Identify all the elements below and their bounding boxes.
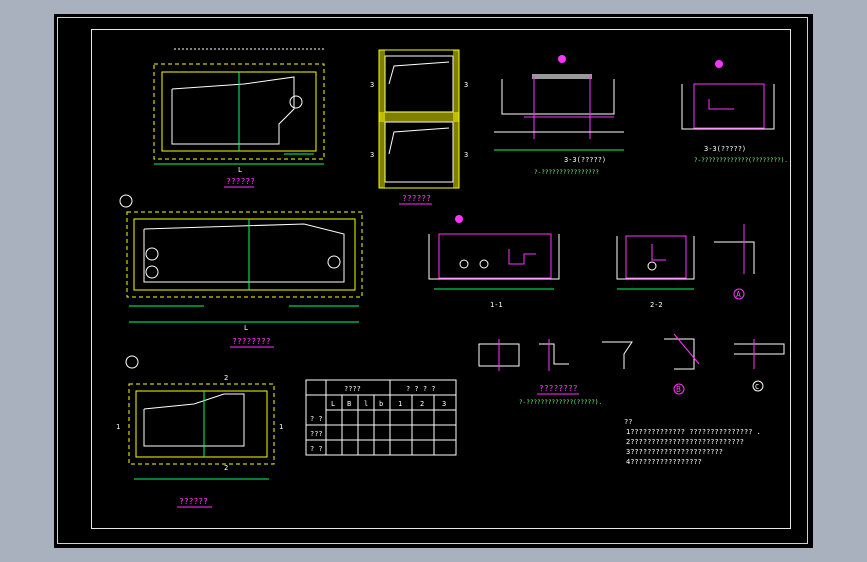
plan-bottom-mark-2b: 2 xyxy=(224,464,228,472)
section-1-1 xyxy=(428,215,560,290)
notes-heading: ?? xyxy=(624,418,632,426)
plan-top xyxy=(153,48,325,165)
detail-A xyxy=(714,224,755,300)
table-col-2: 2 xyxy=(420,400,424,408)
detail-group xyxy=(478,333,785,395)
section-3-3 xyxy=(494,55,624,151)
table-col-L: L xyxy=(331,400,335,408)
table-head-group-1: ???? xyxy=(344,385,361,393)
plan-top-dim-L: L xyxy=(238,166,242,174)
elev-mark-3d: 3 xyxy=(464,151,468,159)
plan-middle-dim-L: L xyxy=(244,324,248,332)
elev-mark-3c: 3 xyxy=(464,81,468,89)
plan-bottom-title: ?????? xyxy=(179,497,208,506)
notes-line-3: 3?????????????????????? xyxy=(626,448,723,456)
table-col-b: b xyxy=(379,400,383,408)
title-frame xyxy=(91,29,791,529)
elev-mark-3b: 3 xyxy=(370,151,374,159)
plan-middle-title: ???????? xyxy=(232,337,271,346)
outer-border xyxy=(57,17,808,544)
schedule-table xyxy=(305,379,457,456)
section-3-3-right xyxy=(681,60,775,130)
section-1-1-title: 1-1 xyxy=(490,301,503,309)
table-col-l: l xyxy=(364,400,368,408)
plan-bottom-mark-2a: 2 xyxy=(224,374,228,382)
notes-line-2: 2??????????????????????????? xyxy=(626,438,744,446)
plan-bottom-mark-1a: 1 xyxy=(116,423,120,431)
plan-middle xyxy=(119,194,363,323)
table-col-1: 1 xyxy=(398,400,402,408)
detail-A-label: A xyxy=(736,290,741,299)
table-row-2: ??? xyxy=(310,430,323,438)
drawing-sheet: ?????? L 3 3 3 3 ?????? xyxy=(54,14,813,548)
notes-line-4: 4????????????????? xyxy=(626,458,702,466)
section-3-3-title: 3-3(?????) xyxy=(564,156,606,164)
plan-bottom xyxy=(125,355,275,480)
detail-C-label: C xyxy=(755,383,759,391)
detail-B-label: B xyxy=(676,385,681,394)
table-head-group-2: ? ? ? ? xyxy=(406,385,436,393)
elev-mark-3a: 3 xyxy=(370,81,374,89)
section-2-2-title: 2-2 xyxy=(650,301,663,309)
section-2-2 xyxy=(616,235,695,290)
elevation xyxy=(378,49,460,189)
detail-group-note: ?-?????????????(?????). xyxy=(519,399,602,406)
plan-bottom-mark-1b: 1 xyxy=(279,423,283,431)
section-3-3-note: ?-???????????????? xyxy=(534,169,599,176)
section-3-3b-title: 3-3(?????) xyxy=(704,145,746,153)
table-col-B: B xyxy=(347,400,351,408)
notes-line-1: 1????????????? ??????????????? . xyxy=(626,428,761,436)
cad-drawing: ?????? L 3 3 3 3 ?????? xyxy=(116,48,788,508)
detail-group-title: ???????? xyxy=(539,384,578,393)
table-col-3: 3 xyxy=(442,400,446,408)
elevation-title: ?????? xyxy=(402,194,431,203)
plan-top-title: ?????? xyxy=(226,177,255,186)
table-row-3: ? ? xyxy=(310,445,323,453)
section-3-3b-note: ?-?????????????(????????). xyxy=(694,157,788,164)
table-row-1: ? ? xyxy=(310,415,323,423)
